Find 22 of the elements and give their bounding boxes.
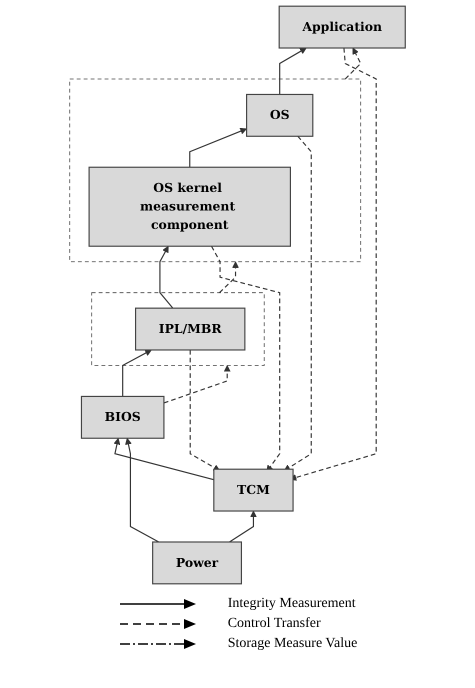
legend-text: Integrity Measurement — [228, 596, 356, 612]
arrow — [164, 365, 231, 404]
legend-text: Storage Measure Value — [228, 636, 358, 652]
arrow — [279, 48, 307, 94]
node-box: Application — [278, 6, 406, 49]
arrow — [344, 48, 362, 80]
arrow — [229, 510, 257, 542]
cluster — [91, 292, 265, 366]
node-box: BIOS — [80, 396, 164, 439]
node-box: Power — [152, 541, 242, 584]
node-box: TCM — [213, 468, 294, 512]
node-box: IPL/MBR — [134, 308, 246, 351]
arrow — [125, 438, 160, 542]
node-box: OS kernel measurement component — [88, 166, 291, 247]
arrow — [159, 246, 174, 309]
arrow — [122, 350, 152, 396]
cluster — [69, 78, 362, 262]
node-box: OS — [246, 94, 314, 137]
legend-text: Control Transfer — [228, 616, 321, 632]
arrow — [219, 261, 239, 294]
arrow — [189, 128, 247, 168]
arrow — [114, 438, 214, 480]
